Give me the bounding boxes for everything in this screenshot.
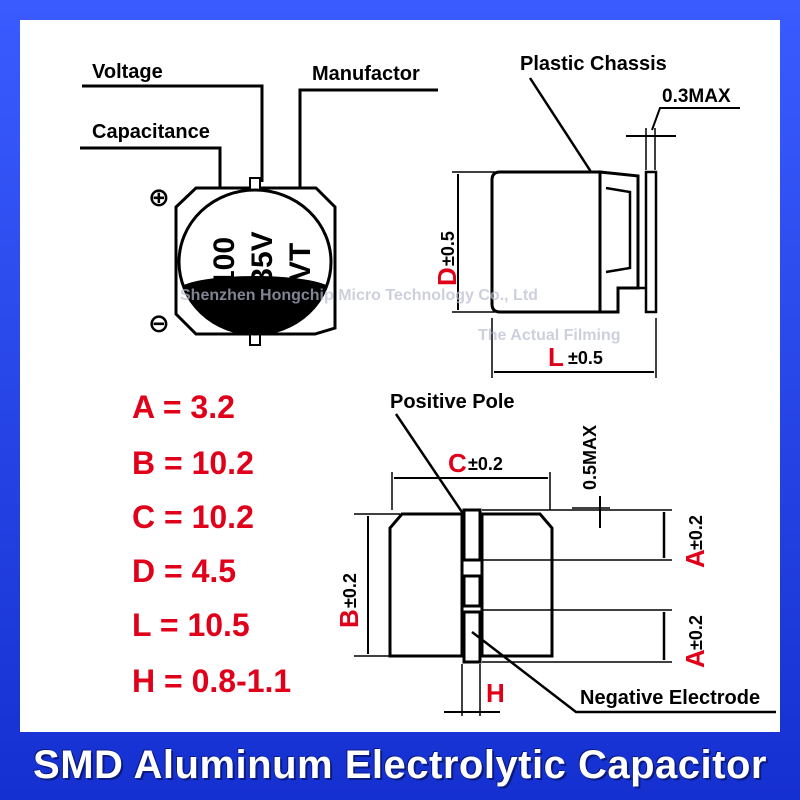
negative-electrode-leader — [471, 631, 776, 714]
spec-b: B = 10.2 — [132, 445, 254, 481]
spec-l: L = 10.5 — [132, 607, 250, 643]
capacitance-leader — [80, 146, 222, 188]
l-tolerance: ±0.5 — [568, 348, 603, 368]
voltage-marking: 35V — [246, 231, 279, 284]
filming-watermark: The Actual Filming — [478, 327, 621, 344]
max-03-label: 0.3MAX — [662, 86, 731, 107]
footer-banner: SMD Aluminum Electrolytic Capacitor — [0, 730, 800, 800]
positive-pole-label: Positive Pole — [390, 391, 515, 413]
a-letter-lower: A — [680, 649, 710, 668]
manufactor-label: Manufactor — [312, 63, 420, 85]
b-tolerance: ±0.2 — [340, 573, 360, 608]
side-chassis — [598, 170, 640, 314]
top-terminal-tab — [249, 177, 261, 191]
capacitor-diagram: Voltage Manufactor Capacitance 100 35V V… — [80, 53, 776, 716]
negative-symbol-icon: ⊖ — [148, 308, 170, 338]
chassis-inner — [605, 186, 632, 274]
positive-pole-leader — [394, 413, 472, 525]
capacitance-label: Capacitance — [92, 121, 210, 143]
c-tolerance: ±0.2 — [468, 454, 503, 474]
diagram-panel: Voltage Manufactor Capacitance 100 35V V… — [20, 20, 780, 732]
positive-symbol-icon: ⊕ — [148, 182, 170, 212]
spec-c: C = 10.2 — [132, 499, 254, 535]
side-can-body — [490, 170, 602, 314]
positive-electrode — [462, 508, 482, 562]
product-title: SMD Aluminum Electrolytic Capacitor — [33, 742, 767, 787]
side-view: Plastic Chassis 0.3MAX D ±0.5 L ±0.5 — [432, 53, 740, 378]
b-label-group: B ±0.2 — [334, 573, 364, 628]
center-gap-bar — [462, 574, 482, 608]
d-tolerance: ±0.5 — [438, 231, 458, 266]
company-watermark: Shenzhen Hongchip Micro Technology Co., … — [180, 287, 538, 304]
spec-list: A = 3.2 B = 10.2 C = 10.2 D = 4.5 L = 10… — [132, 389, 291, 699]
d-letter: D — [432, 267, 462, 286]
footprint-right-block — [480, 512, 554, 658]
top-view: Voltage Manufactor Capacitance 100 35V V… — [80, 61, 438, 346]
c-letter: C — [448, 448, 467, 478]
spec-d: D = 4.5 — [132, 553, 236, 589]
capacitor-can-top — [177, 188, 333, 336]
h-letter: H — [486, 678, 505, 708]
d-label-group: D ±0.5 — [432, 231, 462, 286]
a-tolerance-lower: ±0.2 — [686, 615, 706, 650]
a-upper-label-group: A ±0.2 — [680, 515, 710, 568]
l-letter: L — [548, 342, 564, 372]
a-letter-upper: A — [680, 549, 710, 568]
a-lower-label-group: A ±0.2 — [680, 615, 710, 668]
a-tolerance-upper: ±0.2 — [686, 515, 706, 550]
spec-h: H = 0.8-1.1 — [132, 663, 291, 699]
plastic-chassis-label: Plastic Chassis — [520, 53, 667, 75]
voltage-label: Voltage — [92, 61, 163, 83]
side-terminal — [644, 170, 658, 314]
b-letter: B — [334, 609, 364, 628]
max-03-leader — [651, 107, 740, 131]
capacitance-marking: 100 — [208, 237, 241, 287]
footprint-left-block — [388, 512, 464, 658]
bottom-view: Positive Pole 0.5MAX C ±0.2 A ±0.2 — [334, 391, 776, 716]
manufactor-leader — [298, 88, 438, 190]
spec-a: A = 3.2 — [132, 389, 235, 425]
voltage-leader — [82, 84, 264, 182]
negative-electrode-label: Negative Electrode — [580, 687, 760, 709]
maker-marking: VT — [284, 243, 317, 281]
max-05-label: 0.5MAX — [580, 425, 600, 490]
